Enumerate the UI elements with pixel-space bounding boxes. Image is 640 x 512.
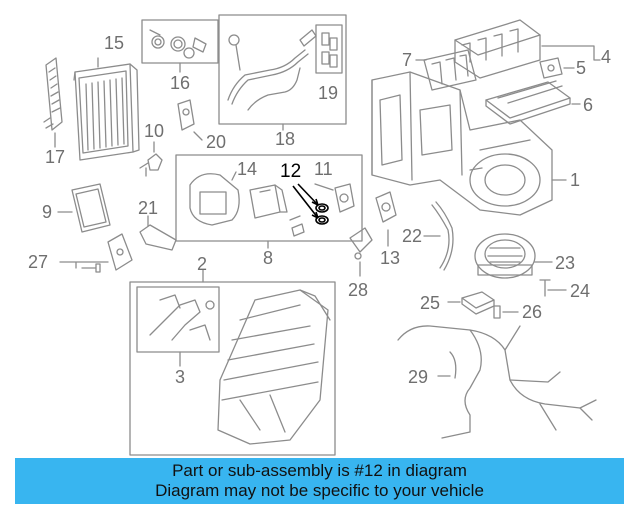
drain-hose-part-22 (431, 201, 454, 271)
sensor-part-10 (139, 153, 163, 171)
evaporator-core-part-15 (73, 63, 140, 161)
callout-20: 20 (206, 132, 227, 152)
heater-core-part-17 (43, 57, 63, 131)
fittings-part-16 (149, 29, 207, 59)
resistor-part-25 (461, 291, 495, 315)
callout-18: 18 (275, 129, 296, 149)
bracket-part-27 (81, 233, 133, 273)
callout-8: 8 (263, 248, 274, 268)
callout-4: 4 (601, 47, 612, 67)
valves-part-19 (321, 32, 338, 68)
frame-19 (315, 24, 343, 74)
callout-12: 12 (280, 161, 302, 182)
callout-27: 27 (28, 252, 49, 272)
hvac-housing-part-1 (371, 71, 553, 216)
callout-22: 22 (402, 226, 423, 246)
callout-1: 1 (570, 170, 581, 190)
callout-16: 16 (170, 73, 191, 93)
actuator-part-28 (349, 227, 373, 260)
callout-25: 25 (420, 293, 441, 313)
callout-9: 9 (42, 202, 53, 222)
grille-part-7 (423, 49, 477, 91)
ac-lines-part-18 (227, 29, 317, 111)
callout-29: 29 (408, 367, 429, 387)
callout-2: 2 (197, 254, 208, 274)
callout-23: 23 (555, 253, 576, 273)
valve-part-11 (334, 183, 355, 213)
cabin-filter-part-6 (485, 80, 571, 125)
frame-2 (129, 281, 336, 456)
callout-5: 5 (576, 58, 587, 78)
screw-part-24 (539, 279, 551, 297)
clip-part-13 (375, 191, 397, 223)
info-banner: Part or sub-assembly is #12 in diagram D… (15, 458, 624, 504)
expansion-valve-part-8 (249, 184, 305, 237)
callout-6: 6 (583, 95, 594, 115)
bracket-part-5 (539, 57, 563, 79)
callout-14: 14 (237, 159, 258, 179)
callout-24: 24 (570, 281, 591, 301)
parts-diagram (43, 14, 601, 456)
wiring-harness-part-29 (397, 325, 597, 439)
screw-part-26 (493, 305, 501, 319)
callout-17: 17 (45, 147, 66, 167)
bracket-part-20 (177, 99, 195, 131)
lower-housing-part-2 (217, 289, 331, 445)
callout-26: 26 (522, 302, 543, 322)
sensor-part-21 (139, 224, 177, 251)
callout-21: 21 (138, 198, 159, 218)
callout-15: 15 (104, 33, 125, 53)
info-banner-line-1: Part or sub-assembly is #12 in diagram (172, 461, 467, 480)
callout-7: 7 (402, 50, 413, 70)
filter-part-9 (71, 183, 111, 233)
frame-18 (218, 14, 347, 125)
frame-16 (141, 19, 219, 64)
callout-19: 19 (318, 83, 339, 103)
callout-11: 11 (314, 159, 333, 179)
frame-3 (136, 286, 220, 353)
blower-motor-part-23 (474, 233, 536, 279)
callout-10: 10 (144, 121, 165, 141)
callout-28: 28 (348, 280, 369, 300)
info-banner-line-2: Diagram may not be specific to your vehi… (155, 481, 484, 500)
frame-8 (175, 154, 363, 242)
o-ring-part-12 (292, 183, 329, 225)
callout-13: 13 (380, 248, 401, 268)
seal-part-14 (189, 173, 240, 226)
callout-3: 3 (175, 367, 186, 387)
linkage-part-3 (149, 294, 215, 341)
